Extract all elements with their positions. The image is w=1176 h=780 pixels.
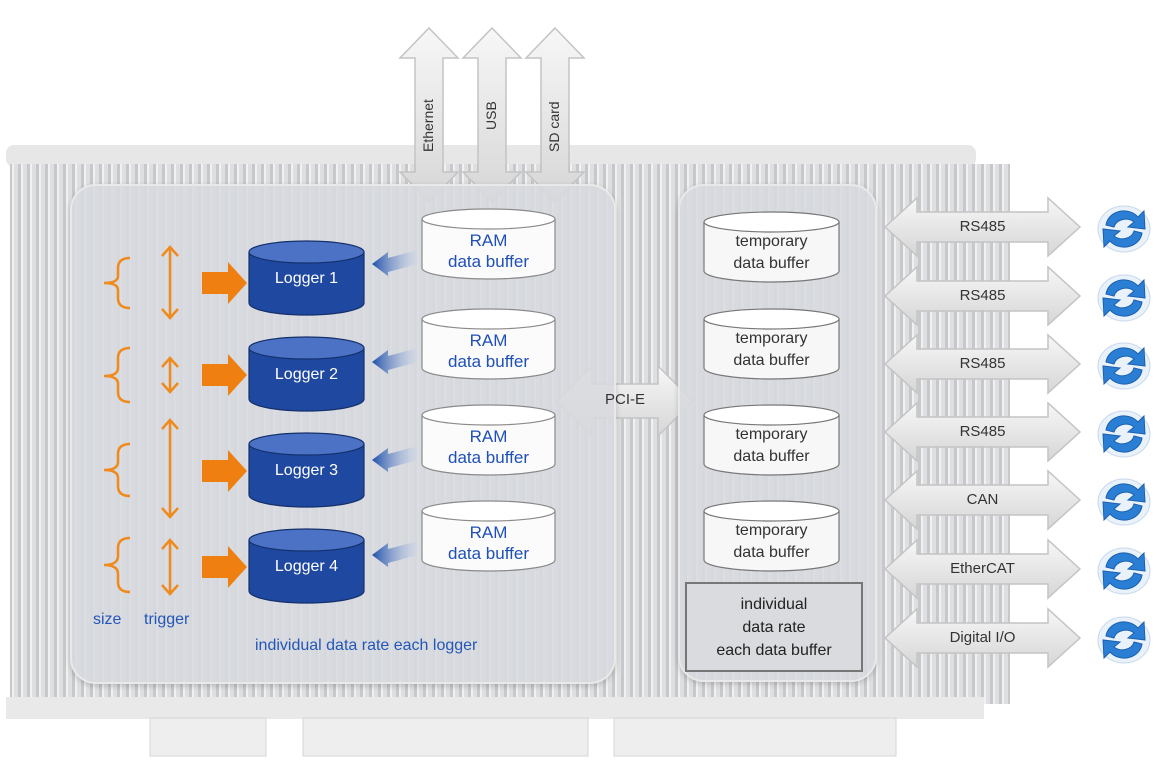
size-label: size: [93, 611, 122, 628]
logger-input-arrows: [202, 262, 247, 588]
port-label-7: Digital I/O: [949, 629, 1016, 646]
temporary-buffer-1: temporary data buffer: [703, 211, 840, 283]
interface-label-sd-card: SD card: [546, 101, 562, 152]
logger-1-label: Logger 1: [274, 270, 339, 287]
temporary-buffer-3-label: temporary data buffer: [733, 426, 810, 465]
logger-3: Logger 3: [248, 432, 365, 508]
terminal-blocks: [149, 717, 897, 757]
ram-buffer-3-label: RAM data buffer: [448, 427, 529, 467]
ram-buffer-4: RAM data buffer: [421, 500, 556, 572]
temporary-buffer-4-label: temporary data buffer: [733, 522, 810, 561]
port-label-6: EtherCAT: [950, 560, 1015, 577]
pci-e-label: PCI-E: [604, 391, 645, 408]
logger-1: Logger 1: [248, 240, 365, 316]
port-label-2: RS485: [959, 287, 1006, 304]
port-label-1: RS485: [959, 218, 1006, 235]
temporary-buffer-3: temporary data buffer: [703, 404, 840, 476]
ram-buffer-3: RAM data buffer: [421, 404, 556, 476]
port-label-4: RS485: [959, 423, 1006, 440]
logger-4-label: Logger 4: [274, 558, 339, 575]
port-label-3: RS485: [959, 355, 1006, 372]
buffer-rate-note: individual data rate each data buffer: [685, 582, 863, 672]
ram-buffer-2-label: RAM data buffer: [448, 331, 529, 371]
sync-icon: [1097, 274, 1151, 322]
interface-label-usb: USB: [483, 101, 499, 130]
sync-icon: [1097, 342, 1151, 390]
logger-rate-note: individual data rate each logger: [255, 637, 478, 654]
sync-icon: [1097, 547, 1151, 595]
port-label-5: CAN: [966, 491, 999, 508]
interface-label-ethernet: Ethernet: [420, 99, 436, 152]
trigger-label: trigger: [144, 611, 190, 628]
sync-icon: [1097, 616, 1151, 664]
temporary-buffer-1-label: temporary data buffer: [733, 233, 810, 272]
logger-3-label: Logger 3: [274, 462, 339, 479]
trigger-arrows: [161, 245, 179, 596]
size-brackets: [103, 256, 131, 594]
temporary-buffer-2-label: temporary data buffer: [733, 330, 810, 369]
port-arrows: [883, 196, 1082, 669]
sync-icon: [1097, 205, 1151, 253]
ram-buffer-2: RAM data buffer: [421, 308, 556, 380]
logger-4: Logger 4: [248, 528, 365, 604]
temporary-buffer-2: temporary data buffer: [703, 308, 840, 380]
ram-buffer-1-label: RAM data buffer: [448, 231, 529, 271]
sync-icon: [1097, 410, 1151, 458]
logger-2-label: Logger 2: [274, 366, 339, 383]
temporary-buffer-4: temporary data buffer: [703, 500, 840, 572]
ram-buffer-4-label: RAM data buffer: [448, 523, 529, 563]
ram-buffer-1: RAM data buffer: [421, 208, 556, 280]
buffer-to-logger-arrows: [372, 250, 418, 567]
sync-icon: [1097, 478, 1151, 526]
logger-2: Logger 2: [248, 336, 365, 412]
